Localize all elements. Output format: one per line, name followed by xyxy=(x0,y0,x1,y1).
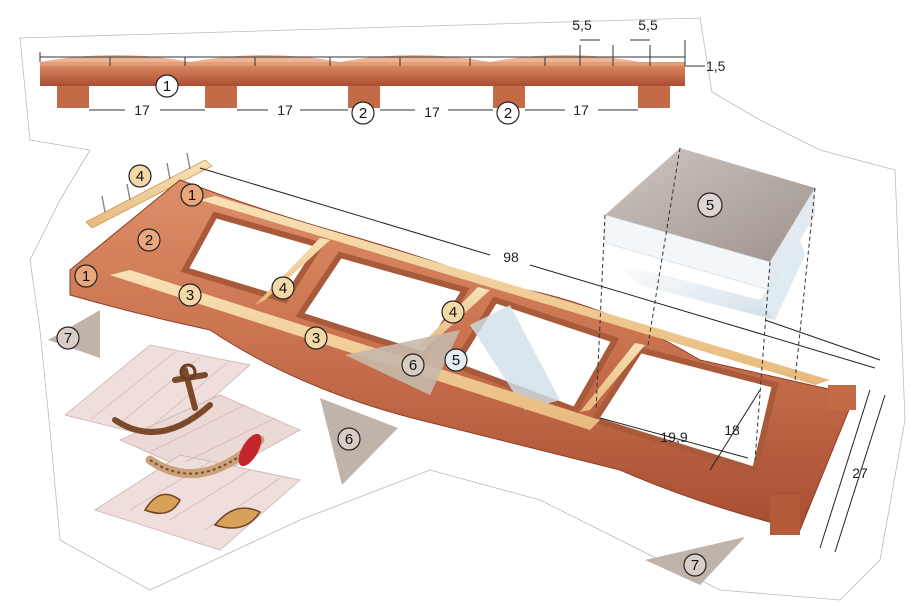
badge-frame-4a: 4 xyxy=(271,276,295,300)
pane-width-label: 19,9 xyxy=(660,429,687,445)
badge-frame-5: 5 xyxy=(444,348,468,372)
gap-label-left: 5,5 xyxy=(572,17,592,33)
end-post-right-bottom xyxy=(770,495,800,535)
svg-text:5: 5 xyxy=(706,197,714,214)
svg-text:2: 2 xyxy=(504,105,512,122)
shell-icon-2 xyxy=(213,507,262,529)
pane-height-label: 18 xyxy=(724,422,740,438)
triangle-piece-6-loose: 6 xyxy=(320,398,398,485)
badge-top-2a: 2 xyxy=(351,101,375,125)
badge-frame-4b: 4 xyxy=(441,300,465,324)
span-label-4: 17 xyxy=(573,102,589,118)
gap-label-right: 5,5 xyxy=(638,17,658,33)
end-post-right-top xyxy=(828,385,856,410)
svg-text:5: 5 xyxy=(452,352,460,369)
svg-text:4: 4 xyxy=(136,168,144,185)
elevation-view: 17 17 17 17 5,5 5,5 1,5 1 2 2 xyxy=(39,17,726,125)
badge-frame-1a: 1 xyxy=(180,183,204,207)
badge-frame-3b: 3 xyxy=(304,326,328,350)
batten-back xyxy=(200,196,830,385)
badge-top-1: 1 xyxy=(155,74,179,98)
svg-text:1: 1 xyxy=(163,78,171,95)
svg-text:3: 3 xyxy=(312,330,320,347)
support-block-3 xyxy=(348,86,380,108)
svg-text:6: 6 xyxy=(409,357,417,374)
svg-text:2: 2 xyxy=(145,232,153,249)
badge-glass-5: 5 xyxy=(697,192,723,218)
glass-sheet-in-frame xyxy=(470,305,560,410)
thickness-label: 1,5 xyxy=(706,58,726,74)
glass-block: 5 xyxy=(595,147,816,461)
badge-frame-1b: 1 xyxy=(74,264,98,288)
tick-marks xyxy=(39,39,705,67)
red-float-icon xyxy=(238,433,262,467)
anchor-motif-tiles xyxy=(64,344,301,551)
svg-text:6: 6 xyxy=(345,431,353,448)
badge-frame-2: 2 xyxy=(137,228,161,252)
span-label-3: 17 xyxy=(424,104,440,120)
top-rail-wave xyxy=(40,55,685,66)
svg-text:7: 7 xyxy=(64,330,72,347)
svg-text:3: 3 xyxy=(186,287,194,304)
batten-cross-3 xyxy=(580,343,645,412)
span-label-2: 17 xyxy=(277,102,293,118)
total-width-label: 27 xyxy=(852,465,868,481)
svg-text:4: 4 xyxy=(279,280,287,297)
svg-text:1: 1 xyxy=(82,268,90,285)
support-block-4 xyxy=(493,86,525,108)
badge-4-loose: 4 xyxy=(128,164,152,188)
svg-text:1: 1 xyxy=(188,187,196,204)
svg-text:7: 7 xyxy=(691,557,699,574)
batten-front xyxy=(110,270,600,430)
pane-opening-2 xyxy=(295,251,470,359)
support-block-1 xyxy=(57,86,89,108)
total-length-label: 98 xyxy=(503,249,519,265)
shell-icon-1 xyxy=(143,493,181,515)
badge-frame-3a: 3 xyxy=(178,283,202,307)
pane-opening-4 xyxy=(590,346,779,474)
loose-batten: 4 xyxy=(85,152,213,229)
support-block-5 xyxy=(638,86,670,108)
main-frame: 1 2 1 3 4 3 4 6 xyxy=(69,179,856,535)
badge-top-2b: 2 xyxy=(496,101,520,125)
badge-frame-6: 6 xyxy=(401,353,425,377)
svg-text:4: 4 xyxy=(449,304,457,321)
support-block-2 xyxy=(205,86,237,108)
span-label-1: 17 xyxy=(134,102,150,118)
frame-dimension-lines xyxy=(199,167,886,553)
svg-text:2: 2 xyxy=(359,105,367,122)
triangle-piece-7-left: 7 xyxy=(48,310,100,358)
triangle-piece-7-bottom: 7 xyxy=(645,537,745,585)
